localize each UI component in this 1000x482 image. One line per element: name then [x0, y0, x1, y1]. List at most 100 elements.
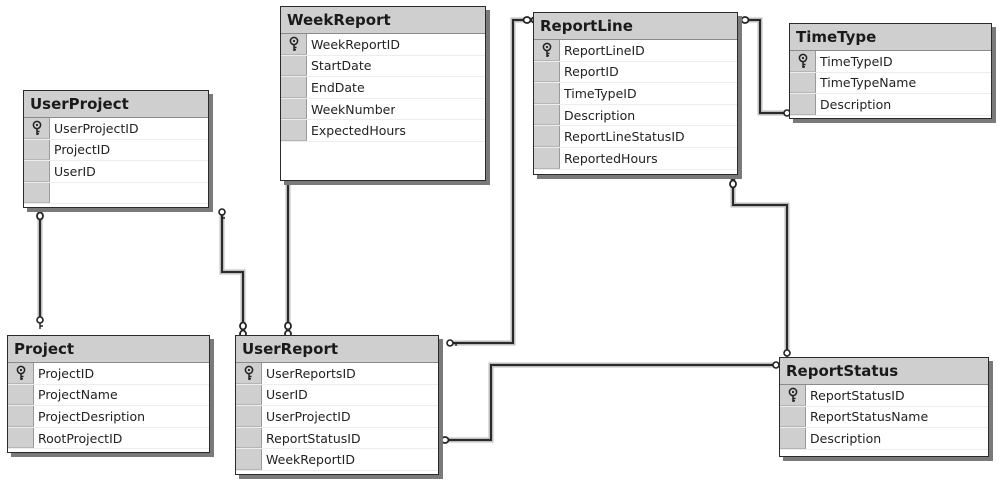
primary-key-icon	[243, 365, 255, 381]
field-row[interactable]: ProjectID	[8, 363, 209, 385]
row-selector[interactable]	[534, 104, 560, 126]
field-row[interactable]: StartDate	[281, 55, 485, 78]
field-row[interactable]	[24, 182, 208, 205]
row-selector[interactable]	[236, 449, 262, 470]
row-selector[interactable]	[790, 94, 816, 115]
primary-key-icon	[541, 42, 553, 58]
row-selector[interactable]	[281, 34, 307, 55]
field-row[interactable]: ReportLineID	[534, 40, 737, 62]
primary-key-icon	[797, 53, 809, 69]
primary-key-icon	[288, 36, 300, 52]
field-row[interactable]: WeekNumber	[281, 98, 485, 121]
field-name: UserProjectID	[54, 120, 139, 136]
row-selector[interactable]	[24, 182, 50, 204]
field-name: Description	[810, 430, 882, 446]
relationship-line[interactable]	[441, 362, 776, 443]
field-row[interactable]: ReportStatusID	[780, 385, 988, 407]
field-row[interactable]: UserProjectID	[24, 118, 208, 140]
row-selector[interactable]	[780, 406, 806, 428]
field-row[interactable]: EndDate	[281, 77, 485, 99]
relationship-line[interactable]	[741, 17, 787, 116]
row-selector[interactable]	[24, 161, 50, 182]
field-row[interactable]: Description	[534, 104, 737, 127]
row-selector[interactable]	[236, 363, 262, 384]
field-row[interactable]: TimeTypeID	[790, 51, 991, 73]
field-row[interactable]: Description	[790, 94, 991, 116]
row-selector[interactable]	[780, 428, 806, 449]
row-selector[interactable]	[8, 406, 34, 427]
row-selector[interactable]	[281, 55, 307, 77]
field-row[interactable]: ProjectID	[24, 139, 208, 162]
row-selector[interactable]	[24, 139, 50, 161]
field-name: StartDate	[311, 58, 372, 74]
field-name: EndDate	[311, 79, 365, 95]
field-row[interactable]: UserProjectID	[236, 406, 438, 428]
field-row[interactable]: ReportID	[534, 61, 737, 84]
row-selector[interactable]	[790, 72, 816, 94]
field-name: ProjectDesription	[38, 408, 146, 424]
table-title[interactable]: WeekReport	[281, 7, 485, 34]
table-title[interactable]: ReportStatus	[780, 358, 988, 385]
field-row[interactable]: WeekReportID	[236, 449, 438, 471]
field-row[interactable]: ExpectedHours	[281, 120, 485, 142]
row-selector[interactable]	[534, 40, 560, 61]
row-selector[interactable]	[8, 384, 34, 406]
relationship-line[interactable]	[219, 212, 246, 330]
field-row[interactable]: ProjectName	[8, 384, 209, 407]
row-selector[interactable]	[534, 126, 560, 147]
row-selector[interactable]	[534, 61, 560, 83]
primary-key-icon	[15, 365, 27, 381]
row-selector[interactable]	[281, 77, 307, 98]
row-selector[interactable]	[780, 385, 806, 406]
field-row[interactable]: TimeTypeName	[790, 72, 991, 95]
field-row[interactable]: TimeTypeID	[534, 83, 737, 105]
field-row[interactable]: ReportStatusID	[236, 427, 438, 450]
row-selector[interactable]	[8, 427, 34, 449]
row-selector[interactable]	[281, 120, 307, 141]
field-row[interactable]: ReportStatusName	[780, 406, 988, 429]
row-selector[interactable]	[24, 118, 50, 139]
field-row[interactable]: UserID	[24, 161, 208, 183]
field-name: ProjectID	[54, 142, 111, 158]
row-selector[interactable]	[236, 406, 262, 427]
row-selector[interactable]	[534, 83, 560, 104]
table-title[interactable]: ReportLine	[534, 13, 737, 40]
field-name: ReportLineStatusID	[564, 129, 685, 145]
row-selector[interactable]	[236, 384, 262, 406]
field-row[interactable]: UserReportsID	[236, 363, 438, 385]
field-name: WeekReportID	[311, 36, 400, 52]
field-row[interactable]: Description	[780, 428, 988, 450]
row-selector[interactable]	[8, 363, 34, 384]
row-selector[interactable]	[790, 51, 816, 72]
table-title[interactable]: UserReport	[236, 336, 438, 363]
field-row[interactable]: RootProjectID	[8, 427, 209, 450]
table-title[interactable]: TimeType	[790, 24, 991, 51]
row-selector[interactable]	[281, 98, 307, 120]
field-row[interactable]: UserID	[236, 384, 438, 407]
field-name: ReportedHours	[564, 150, 658, 166]
field-row[interactable]: WeekReportID	[281, 34, 485, 56]
field-row[interactable]: ReportLineStatusID	[534, 126, 737, 148]
row-selector[interactable]	[236, 427, 262, 449]
field-row[interactable]: ReportedHours	[534, 147, 737, 170]
field-list: UserProjectID ProjectID UserID	[24, 118, 208, 205]
row-selector[interactable]	[534, 147, 560, 169]
field-name: TimeTypeName	[820, 75, 917, 91]
relationship-line[interactable]	[730, 180, 790, 353]
field-row[interactable]: ProjectDesription	[8, 406, 209, 428]
table-title[interactable]: UserProject	[24, 91, 208, 118]
field-name: UserID	[54, 163, 96, 179]
table-title[interactable]: Project	[8, 336, 209, 363]
